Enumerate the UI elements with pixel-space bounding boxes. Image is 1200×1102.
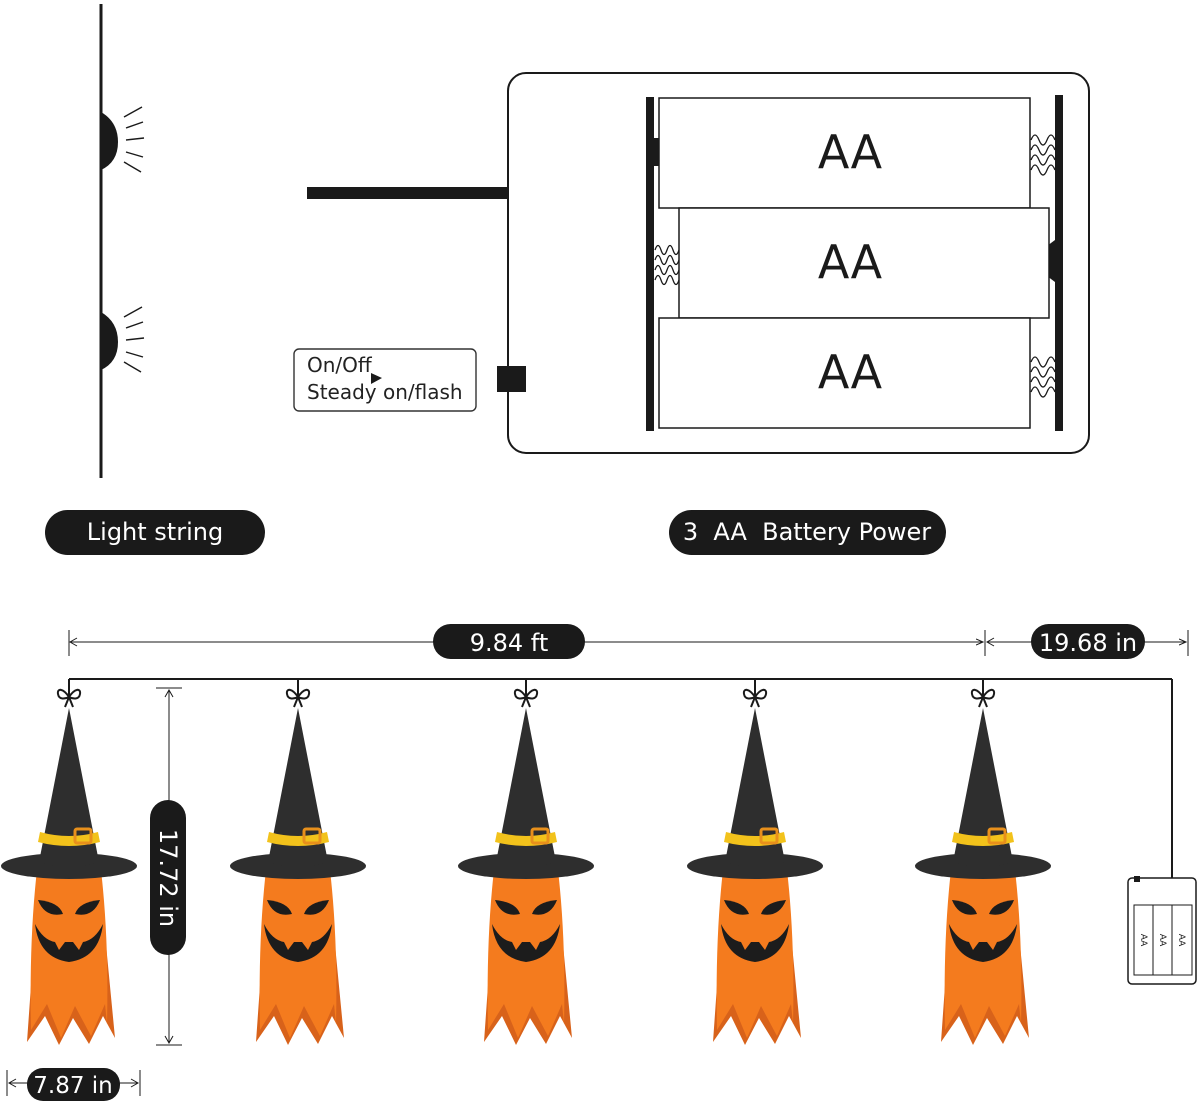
ghost-mouth bbox=[492, 924, 560, 962]
ghost-eye bbox=[952, 900, 977, 915]
battery-cell bbox=[678, 207, 1050, 319]
mini-cell-label: AA bbox=[1138, 934, 1148, 947]
svg-text:19.68 in: 19.68 in bbox=[1039, 629, 1137, 657]
spring-icon bbox=[1030, 134, 1056, 176]
hat-buckle bbox=[73, 827, 93, 845]
cursor-icon bbox=[371, 373, 382, 384]
string-length-dimension bbox=[68, 630, 1189, 656]
witch-hat-light bbox=[915, 679, 1051, 1045]
ghost-eye bbox=[38, 900, 63, 915]
hat-cone bbox=[268, 708, 328, 867]
svg-text:3 AA Battery Power: 3 AA Battery Power bbox=[683, 518, 931, 546]
ghost-eye bbox=[304, 900, 329, 915]
battery-cell-label: AA bbox=[818, 235, 883, 289]
glow-rays-icon bbox=[123, 306, 145, 373]
hat-cone bbox=[953, 708, 1013, 867]
ghost-mouth bbox=[264, 924, 332, 962]
battery-power-caption: 3 AA Battery Power bbox=[669, 510, 946, 555]
witch-hat-light bbox=[687, 679, 823, 1045]
svg-text:7.87 in: 7.87 in bbox=[33, 1073, 113, 1099]
svg-text:17.72 in: 17.72 in bbox=[154, 829, 182, 927]
witch-hat-light bbox=[1, 679, 137, 1045]
bulb-icon bbox=[101, 312, 118, 370]
hat-cone bbox=[39, 708, 99, 867]
battery-cell bbox=[658, 317, 1031, 429]
mini-cell-label: AA bbox=[1157, 934, 1167, 947]
ghost-eye bbox=[75, 900, 100, 915]
ghost-mouth bbox=[949, 924, 1017, 962]
ghost-eye bbox=[989, 900, 1014, 915]
ghost-eye bbox=[761, 900, 786, 915]
battery-box: AA AA AA bbox=[307, 72, 1090, 454]
battery-cell-label: AA bbox=[818, 345, 883, 399]
string-wire bbox=[69, 678, 1173, 878]
string-length-label: 9.84 ft bbox=[433, 624, 585, 659]
switch-callout: On/Off Steady on/flash bbox=[293, 348, 477, 412]
ghost-eye bbox=[267, 900, 292, 915]
bulb-icon bbox=[101, 112, 118, 170]
ghost-eye bbox=[532, 900, 557, 915]
mini-cell-label: AA bbox=[1176, 934, 1186, 947]
ghost-eye bbox=[724, 900, 749, 915]
light-string-caption: Light string bbox=[45, 510, 265, 555]
hat-width-label: 7.87 in bbox=[27, 1068, 120, 1101]
witch-hat-lights bbox=[1, 679, 1051, 1045]
spring-icon bbox=[654, 244, 680, 286]
ghost-mouth bbox=[35, 924, 103, 962]
hat-cone bbox=[725, 708, 785, 867]
hat-height-label: 17.72 in bbox=[150, 800, 186, 955]
battery-cell-label: AA bbox=[818, 125, 883, 179]
witch-hat-light bbox=[458, 679, 594, 1045]
switch-button[interactable] bbox=[497, 366, 526, 392]
witch-hat-light bbox=[230, 679, 366, 1045]
glow-rays-icon bbox=[123, 106, 145, 173]
light-string-closeup bbox=[99, 4, 145, 478]
switch-label-mode: Steady on/flash bbox=[307, 380, 463, 404]
spring-icon bbox=[1030, 356, 1056, 398]
mini-battery-box: AA AA AA bbox=[1127, 876, 1197, 985]
svg-text:Light string: Light string bbox=[87, 518, 223, 546]
hat-buckle bbox=[759, 827, 779, 845]
switch-label-onoff: On/Off bbox=[307, 353, 373, 377]
hat-buckle bbox=[302, 827, 322, 845]
lead-length-label: 19.68 in bbox=[1031, 624, 1145, 659]
svg-text:9.84 ft: 9.84 ft bbox=[470, 629, 549, 657]
ghost-eye bbox=[495, 900, 520, 915]
hat-buckle bbox=[987, 827, 1007, 845]
ghost-mouth bbox=[721, 924, 789, 962]
hat-cone bbox=[496, 708, 556, 867]
hat-buckle bbox=[530, 827, 550, 845]
